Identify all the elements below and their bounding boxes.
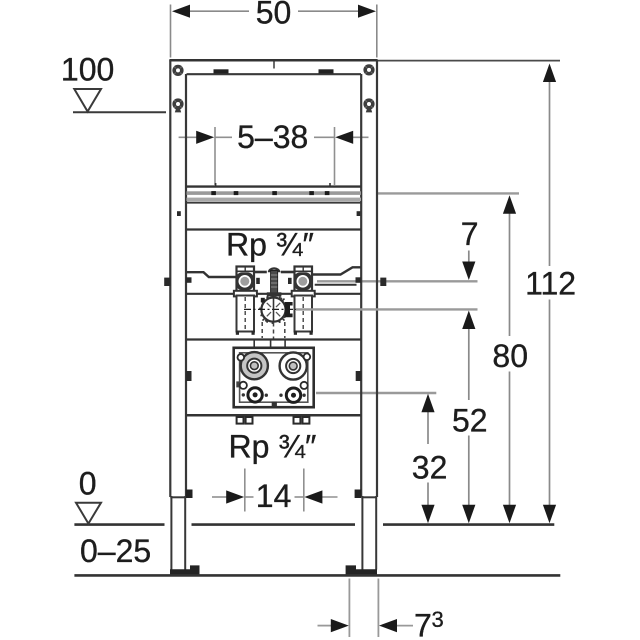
svg-text:Rp ¾″: Rp ¾″ — [229, 429, 317, 465]
svg-text:112: 112 — [525, 266, 576, 302]
svg-text:5–38: 5–38 — [237, 119, 308, 155]
svg-text:80: 80 — [492, 338, 528, 374]
svg-text:100: 100 — [61, 52, 114, 88]
svg-text:14: 14 — [256, 478, 292, 514]
svg-text:Rp ¾″: Rp ¾″ — [226, 227, 314, 263]
svg-text:0–25: 0–25 — [80, 533, 151, 569]
svg-text:7: 7 — [414, 608, 432, 640]
svg-text:32: 32 — [412, 449, 448, 485]
svg-text:52: 52 — [452, 403, 488, 439]
svg-text:50: 50 — [256, 0, 292, 31]
svg-text:0: 0 — [79, 466, 97, 502]
svg-text:7: 7 — [461, 216, 479, 252]
svg-text:3: 3 — [432, 607, 444, 632]
